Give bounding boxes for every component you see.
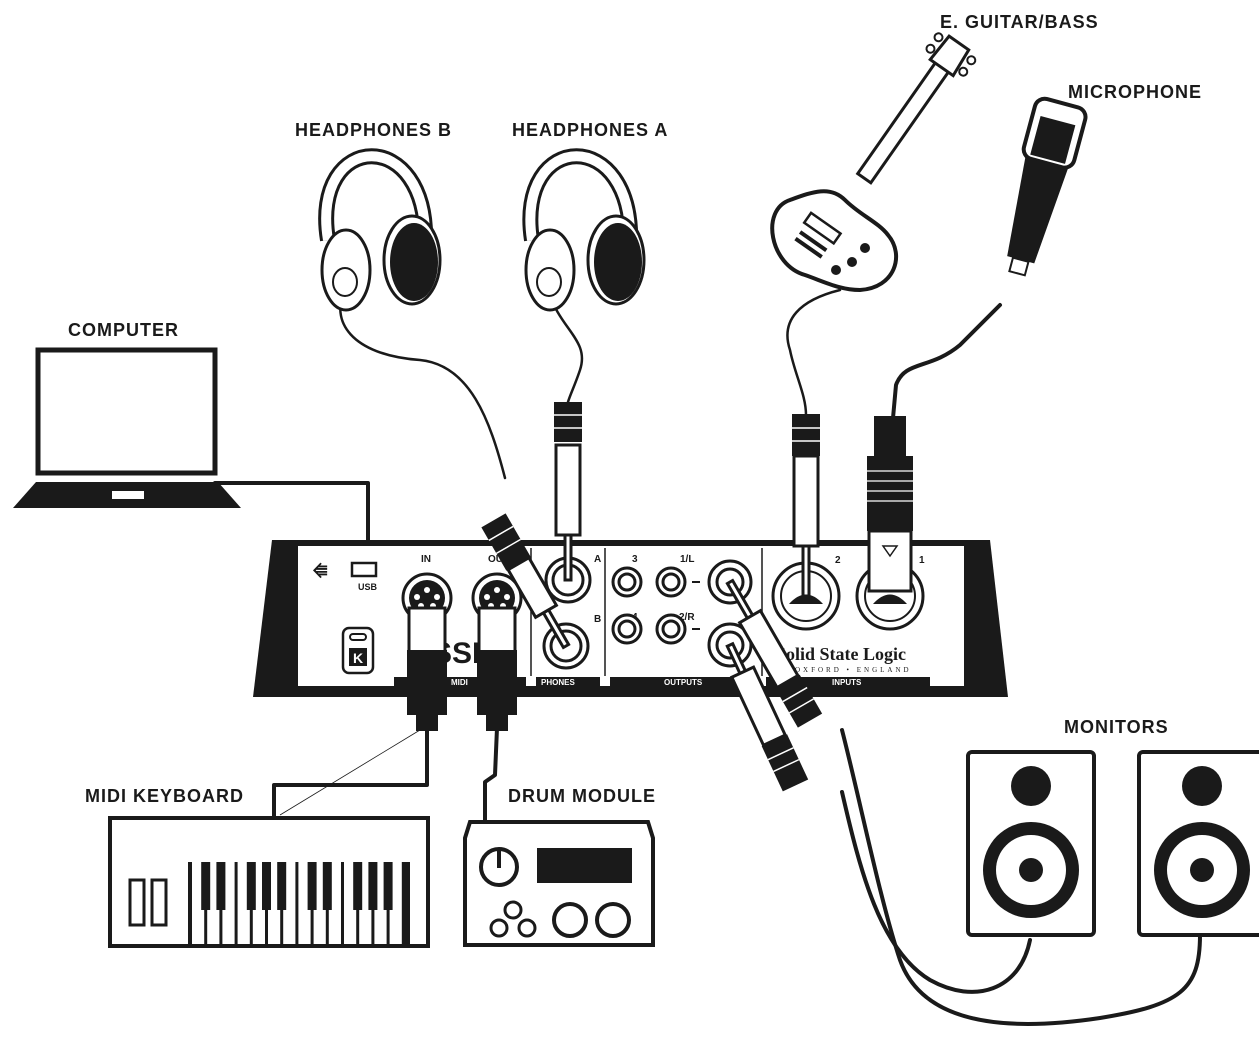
label-computer: COMPUTER: [68, 320, 179, 340]
rca-out-2r[interactable]: [655, 613, 700, 645]
white-key: [268, 862, 281, 944]
white-key: [344, 862, 357, 944]
white-key: [252, 862, 265, 944]
input-1-label: 1: [919, 555, 925, 566]
midi-out-plug: [477, 606, 517, 731]
midi-in-plug: [407, 606, 447, 731]
usb-port[interactable]: ⭅ USB: [312, 561, 378, 592]
headphones-a-icon: [522, 148, 646, 312]
white-key: [328, 862, 341, 944]
white-key: [313, 862, 326, 944]
label-monitors: MONITORS: [1064, 717, 1169, 737]
midi-in-cable-thin: [279, 729, 421, 816]
black-key: [201, 862, 211, 910]
keyboard-keys: [192, 862, 402, 944]
outputs-section-label: OUTPUTS: [664, 678, 703, 687]
kensington-lock-icon: K: [341, 626, 375, 675]
rca-out-4[interactable]: [611, 613, 643, 645]
usb-label: USB: [358, 582, 378, 592]
xlr-plug: [867, 416, 913, 593]
monitor-right-icon: [1137, 750, 1259, 937]
midi-in-label: IN: [421, 554, 431, 565]
monitor-left-cable: [840, 790, 1032, 994]
headphones-a-plug: [554, 402, 582, 582]
black-key: [277, 862, 287, 910]
line-out-2-plug: [725, 641, 809, 792]
label-guitar: E. GUITAR/BASS: [940, 12, 1099, 32]
label-microphone: MICROPHONE: [1068, 82, 1202, 102]
brand-subtitle: OXFORD • ENGLAND: [795, 666, 912, 674]
black-key: [322, 862, 332, 910]
microphone-cable: [891, 303, 1002, 420]
midi-section-bar: [394, 677, 526, 686]
white-key: [389, 862, 402, 944]
white-key: [207, 862, 220, 944]
drum-module-icon: [463, 820, 655, 947]
svg-text:K: K: [353, 650, 363, 666]
midi-section-label: MIDI: [451, 678, 468, 687]
black-key: [383, 862, 393, 910]
inputs-section-bar: [766, 677, 930, 686]
brand-name: Solid State Logic: [776, 644, 906, 664]
black-key: [368, 862, 378, 910]
headphones-a-cable: [546, 288, 584, 404]
phones-b-label: B: [594, 614, 601, 625]
black-key: [216, 862, 226, 910]
guitar-plug: [792, 414, 820, 598]
line-out-1-plug: [725, 578, 823, 728]
out-1l-label: 1/L: [680, 554, 694, 565]
monitor-right-cable: [840, 728, 1202, 1026]
white-key: [298, 862, 311, 944]
white-key: [237, 862, 250, 944]
black-key: [246, 862, 256, 910]
usb-symbol-icon: ⭅: [312, 562, 328, 581]
out-2r-label: 2/R: [679, 612, 695, 623]
input-2-label: 2: [835, 555, 841, 566]
laptop-icon: [13, 347, 241, 508]
white-key: [283, 862, 296, 944]
outputs-section-bar: [610, 677, 755, 686]
out-3-label: 3: [632, 554, 638, 565]
headphones-b-plug: [481, 513, 571, 650]
black-key: [262, 862, 271, 910]
black-key: [353, 862, 363, 910]
label-headphones-a: HEADPHONES A: [512, 120, 668, 140]
headphones-b-icon: [318, 148, 442, 312]
black-key: [307, 862, 317, 910]
guitar-cable: [786, 288, 842, 417]
white-key: [192, 862, 205, 944]
phones-a-label: A: [594, 554, 601, 565]
phones-section-bar: [536, 677, 600, 686]
rca-out-3[interactable]: [611, 566, 643, 598]
inputs-section-label: INPUTS: [832, 678, 862, 687]
midi-keyboard-icon: [108, 816, 430, 948]
headphones-b-cable: [339, 288, 507, 480]
phones-section-label: PHONES: [541, 678, 575, 687]
usb-cable: [213, 481, 370, 567]
midi-out-cable: [483, 726, 499, 824]
white-key: [222, 862, 235, 944]
guitar-icon: [770, 32, 977, 293]
midi-out-label: OUT: [488, 554, 509, 565]
white-key: [374, 862, 387, 944]
rca-out-1l[interactable]: [655, 566, 700, 598]
microphone-icon: [1007, 96, 1088, 277]
label-headphones-b: HEADPHONES B: [295, 120, 452, 140]
monitor-left-icon: [966, 750, 1096, 937]
midi-in-cable: [272, 726, 429, 820]
label-midi-keyboard: MIDI KEYBOARD: [85, 786, 244, 806]
label-drum-module: DRUM MODULE: [508, 786, 656, 806]
white-key: [359, 862, 372, 944]
